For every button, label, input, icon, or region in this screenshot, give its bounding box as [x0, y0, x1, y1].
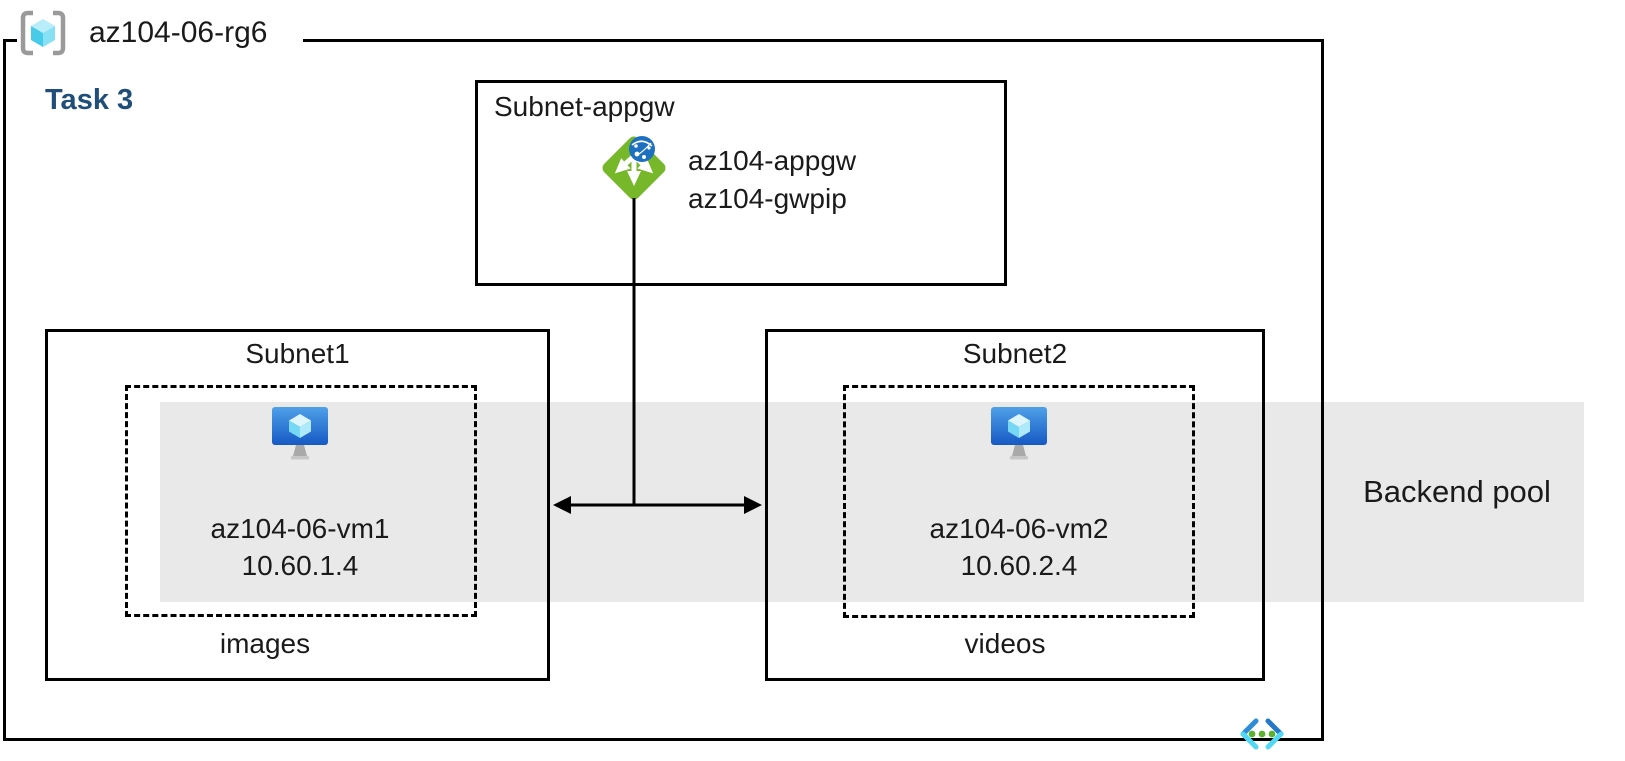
subnet2-box: Subnet2 [765, 329, 1265, 681]
resource-group-border-gap [17, 36, 303, 45]
vm2-ip: 10.60.2.4 [960, 550, 1078, 581]
subnet1-box: Subnet1 [45, 329, 550, 681]
vm1-name: az104-06-vm1 [210, 513, 390, 544]
task-label: Task 3 [45, 84, 134, 116]
resource-group-boundary [3, 39, 1324, 741]
subnet1-container-label: images [219, 628, 311, 659]
subnet1-title: Subnet1 [245, 338, 350, 369]
resource-group-label: az104-06-rg6 [89, 16, 268, 49]
appgw-name-group: az104-appgw az104-gwpip [688, 142, 856, 218]
subnet-appgw-title: Subnet-appgw [494, 91, 675, 122]
subnet-appgw-box: Subnet-appgw [475, 80, 1007, 286]
virtual-machine-icon [991, 407, 1047, 460]
vm1-ip: 10.60.1.4 [241, 550, 359, 581]
subnet2-container-label: videos [964, 628, 1046, 659]
backend-pool-label: Backend pool [1363, 474, 1551, 509]
subnet2-title: Subnet2 [962, 338, 1068, 369]
backend-pool-band [160, 402, 1584, 602]
virtual-machine-icon [272, 407, 328, 460]
appgw-public-ip: az104-gwpip [688, 183, 847, 214]
subnet2-vm-group-box [843, 385, 1195, 618]
virtual-network-icon [1240, 718, 1284, 750]
subnet1-vm-group-box [125, 385, 477, 617]
resource-group-icon [20, 10, 66, 56]
subnet2-vm-labels: az104-06-vm2 10.60.2.4 [869, 510, 1169, 584]
application-gateway-icon [602, 136, 666, 200]
vm2-name: az104-06-vm2 [929, 513, 1109, 544]
subnet1-vm-labels: az104-06-vm1 10.60.1.4 [150, 510, 450, 584]
appgw-name: az104-appgw [688, 145, 857, 176]
